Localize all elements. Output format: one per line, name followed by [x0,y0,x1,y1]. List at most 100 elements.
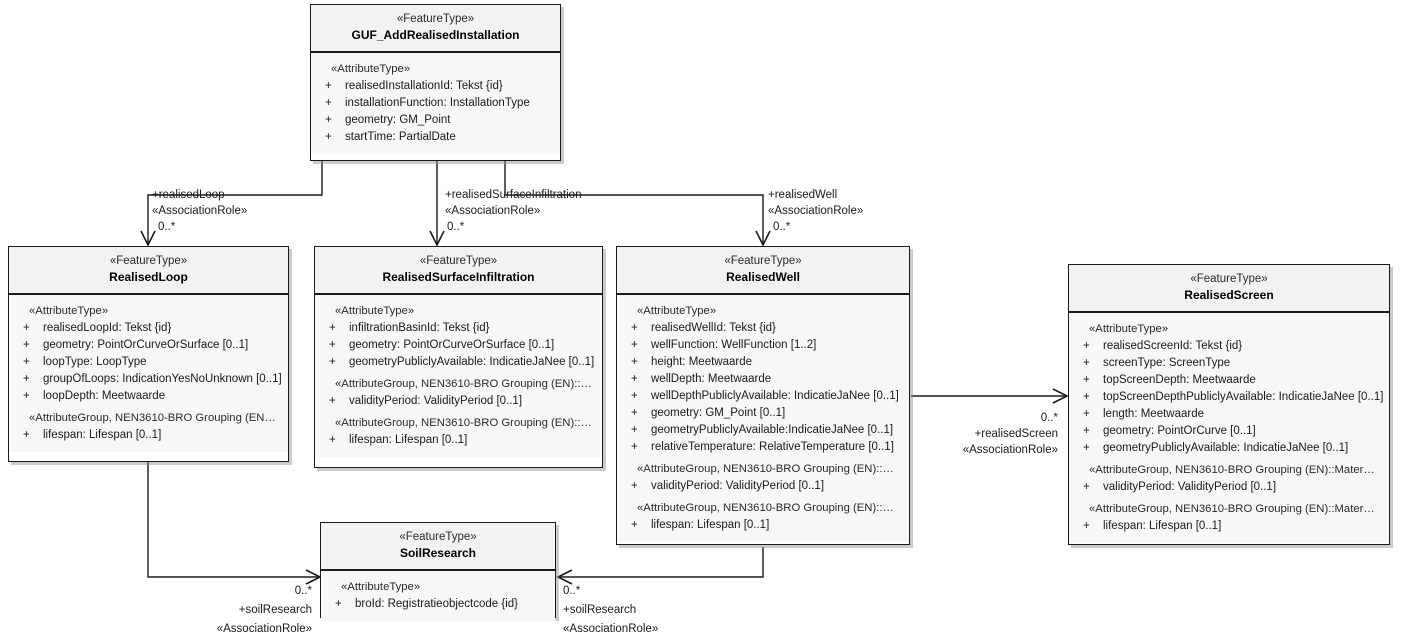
attribute-row: + realisedLoopId: Tekst {id} [11,320,286,337]
assoc-soilresearch-left-stereotype: «AssociationRole» [216,623,312,635]
visibility-marker: + [631,519,638,531]
attribute-text: broId: Registratieobjectcode {id} [355,598,519,610]
visibility-marker: + [631,390,638,402]
attribute-text: wellDepth: Meetwaarde [651,373,772,385]
assoc-realisedsurfaceinfiltration-role: +realisedSurfaceInfiltration [445,189,582,201]
attribute-text: wellDepthPubliclyAvailable: IndicatieJaN… [651,390,899,402]
class-body-realisedscreen: «AttributeType» + realisedScreenId: Tekst… [1069,313,1389,543]
attribute-row: + lifespan: Lifespan [0..1] [619,517,907,534]
attribute-text: lifespan: Lifespan [0..1] [349,434,468,446]
attribute-row: +geometry: PointOrCurveOrSurface [0..1] [317,337,600,354]
assoc-soilresearch-left-role: +soilResearch [238,604,312,616]
attribute-text: installationFunction: InstallationType [345,97,530,109]
visibility-marker: + [1083,357,1090,369]
class-stereotype: «FeatureType» [396,13,475,25]
visibility-marker: + [329,356,336,368]
attribute-row: +geometryPubliclyAvailable:IndicatieJaNe… [619,422,907,439]
arrowhead-realisedsurfaceinfiltration [429,230,445,247]
attribute-row: +lifespan: Lifespan [0..1] [11,427,286,444]
attribute-group-label: «AttributeType» [1089,323,1169,335]
attribute-row: + screenType: ScreenType [1071,355,1387,372]
connector-guf-to-realisedloop [147,160,323,245]
attribute-text: realisedScreenId: Tekst {id} [1103,340,1243,352]
assoc-soilresearch-right-multiplicity: 0..* [563,585,581,597]
attribute-group-label: «AttributeGroup, NEN3610-BRO Grouping (E… [335,378,592,390]
visibility-marker: + [325,97,332,109]
attribute-row: + wellDepthPubliclyAvailable: IndicatieJa… [619,388,907,405]
class-stereotype: «FeatureType» [109,255,188,267]
visibility-marker: + [23,322,30,334]
attribute-text: geometry: PointOrCurve [0..1] [1103,425,1256,437]
class-header-guf: «FeatureType» GUF_AddRealisedInstallatio… [311,5,560,53]
attribute-text: geometryPubliclyAvailable: IndicatieJaNe… [349,356,595,368]
class-name: RealisedWell [726,270,800,284]
class-stereotype: «FeatureType» [1190,273,1268,285]
attribute-row: + geometry: PointOrCurveOrSurface [0..1] [11,337,286,354]
assoc-realisedscreen-stereotype: «AssociationRole» [962,444,1058,456]
attribute-text: geometry: PointOrCurveOrSurface [0..1] [349,339,555,351]
attribute-text: relativeTemperature: RelativeTemperature… [651,441,894,453]
class-box-realisedsurfaceinfiltration[interactable]: «FeatureType» RealisedSurfaceInfiltratio… [314,246,603,468]
attribute-row: + geometry: PointOrCurve [0..1] [1071,423,1387,440]
class-name: RealisedLoop [109,270,188,284]
attribute-text: loopType: LoopType [43,356,147,368]
class-name: GUF_AddRealisedInstallation [351,28,520,42]
attribute-text: groupOfLoops: IndicationYesNoUnknown [0.… [43,373,282,385]
attribute-row: +validityPeriod: ValidityPeriod [0..1] [317,393,600,410]
class-box-guf-addrealisedinstallation[interactable]: «FeatureType» GUF_AddRealisedInstallatio… [310,4,561,161]
visibility-marker: + [1083,520,1090,532]
class-name: RealisedScreen [1184,288,1274,302]
attribute-text: loopDepth: Meetwaarde [43,390,166,402]
class-name: SoilResearch [399,546,477,560]
class-stereotype: «FeatureType» [724,255,802,267]
attribute-row: +validityPeriod: ValidityPeriod [0..1] [619,478,907,495]
attribute-text: geometryPubliclyAvailable: IndicatieJaNe… [1103,442,1349,454]
visibility-marker: + [23,339,30,351]
attribute-row: + installationFunction: InstallationType [313,95,558,112]
visibility-marker: + [631,407,638,419]
class-box-realisedscreen[interactable]: «FeatureType» RealisedScreen «AttributeT… [1068,264,1390,545]
attribute-row: +geometry: GM_Point [313,112,558,129]
attribute-text: lifespan: Lifespan [0..1] [651,519,770,531]
class-box-realisedwell[interactable]: «FeatureType» RealisedWell «AttributeTyp… [616,246,910,545]
attribute-text: realisedInstallationId: Tekst {id} [345,80,503,92]
attribute-row: + geometryPubliclyAvailable: IndicatieJaN… [317,354,600,371]
attribute-text: height: Meetwaarde [651,356,753,368]
class-header-realisedwell: «FeatureType» RealisedWell [617,247,909,295]
assoc-soilresearch-right-stereotype: «AssociationRole» [563,623,659,635]
class-box-soilresearch[interactable]: «FeatureType» SoilResearch «AttributeTyp… [320,522,556,621]
visibility-marker: + [631,356,638,368]
class-body-realisedloop: «AttributeType» +realisedLoopId: Tekst {… [9,295,288,452]
assoc-realisedwell-multiplicity: 0..* [773,221,791,233]
attribute-text: validityPeriod: ValidityPeriod [0..1] [1103,481,1277,493]
attribute-text: geometry: PointOrCurveOrSurface [0..1] [43,339,249,351]
assoc-realisedwell-stereotype: «AssociationRole» [768,205,864,217]
visibility-marker: + [329,434,336,446]
attribute-row: + topScreenDepthPubliclyAvailable: Indica… [1071,389,1387,406]
class-body-realisedsurfaceinfiltration: «AttributeType» +infiltrationBasinId: Te… [315,295,602,457]
arrowhead-realisedwell [755,230,771,247]
connector-guf-to-realisedwell [504,160,764,245]
visibility-marker: + [1083,425,1090,437]
attribute-text: startTime: PartialDate [345,131,456,143]
visibility-marker: + [1083,391,1090,403]
attribute-row: +broId: Registratieobjectcode {id} [323,596,553,613]
visibility-marker: + [1083,481,1090,493]
attribute-text: realisedLoopId: Tekst {id} [43,322,172,334]
attribute-row: +loopDepth: Meetwaarde [11,388,286,405]
visibility-marker: + [23,373,30,385]
attribute-row: +geometryPubliclyAvailable: IndicatieJaN… [1071,440,1387,457]
visibility-marker: + [631,373,638,385]
attribute-text: geometryPubliclyAvailable:IndicatieJaNee… [651,424,894,436]
visibility-marker: + [329,322,336,334]
attribute-row: +lifespan: Lifespan [0..1] [1071,518,1387,535]
attribute-row: +geometry: GM_Point [0..1] [619,405,907,422]
attribute-text: topScreenDepthPubliclyAvailable: Indicat… [1103,391,1384,403]
class-box-realisedloop[interactable]: «FeatureType» RealisedLoop «AttributeTyp… [8,246,289,462]
attribute-row: + groupOfLoops: IndicationYesNoUnknown [0… [11,371,286,388]
visibility-marker: + [631,339,638,351]
attribute-text: screenType: ScreenType [1103,357,1231,369]
attribute-row: + validityPeriod: ValidityPeriod [0..1] [1071,479,1387,496]
